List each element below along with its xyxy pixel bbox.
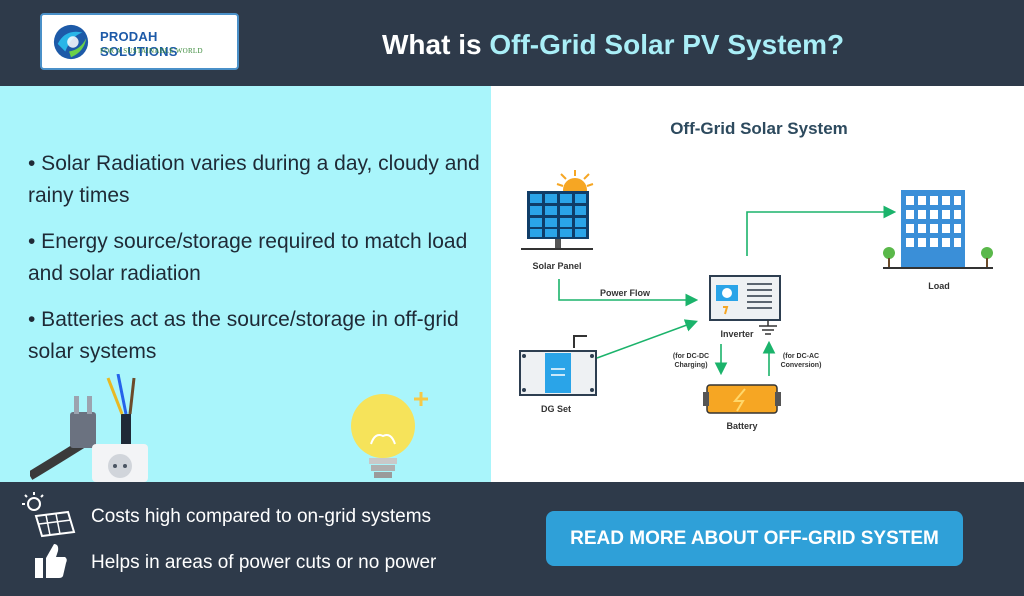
load-label: Load bbox=[928, 281, 950, 291]
footer-point-cost: Costs high compared to on-grid systems bbox=[91, 506, 432, 527]
battery-icon bbox=[703, 384, 781, 414]
diagram-panel: Off-Grid Solar System Solar Panel Power … bbox=[491, 86, 1024, 482]
logo-name: PRODAH SOLUTIONS bbox=[100, 29, 178, 59]
bullet-point: • Batteries act as the source/storage in… bbox=[28, 308, 459, 363]
bullet-point: • Energy source/storage required to matc… bbox=[28, 230, 468, 285]
read-more-button[interactable]: READ MORE ABOUT OFF-GRID SYSTEM bbox=[546, 511, 963, 566]
page-title: What is Off-Grid Solar PV System? bbox=[382, 29, 844, 61]
title-highlight: Off-Grid Solar PV System? bbox=[489, 29, 845, 60]
off-grid-diagram: Off-Grid Solar System Solar Panel Power … bbox=[519, 119, 993, 431]
dc-dc-label-line2: Charging) bbox=[674, 362, 707, 369]
plug-socket-icon bbox=[30, 374, 148, 482]
solar-panel-icon bbox=[521, 170, 594, 250]
power-flow-label: Power Flow bbox=[600, 288, 651, 298]
building-icon bbox=[883, 190, 993, 269]
solar-panel-label: Solar Panel bbox=[532, 261, 581, 271]
thumbs-up-icon bbox=[35, 544, 67, 578]
battery-label: Battery bbox=[726, 421, 757, 431]
flow-line bbox=[596, 319, 699, 359]
inverter-icon bbox=[709, 275, 781, 335]
left-panel: • Solar Radiation varies during a day, c… bbox=[0, 86, 491, 482]
title-prefix: What is bbox=[382, 29, 490, 60]
dc-ac-label-line2: Conversion) bbox=[781, 362, 822, 369]
logo-tagline: FOR A SUSTAINABLE WORLD bbox=[100, 47, 203, 55]
logo-globe-icon bbox=[53, 24, 89, 60]
logo[interactable]: PRODAH SOLUTIONS FOR A SUSTAINABLE WORLD bbox=[40, 13, 239, 70]
solar-cost-icon bbox=[22, 492, 76, 538]
diagram-title: Off-Grid Solar System bbox=[670, 119, 848, 138]
dg-set-label: DG Set bbox=[541, 404, 571, 414]
generator-icon bbox=[519, 335, 597, 396]
inverter-label: Inverter bbox=[720, 329, 754, 339]
bullet-point: • Solar Radiation varies during a day, c… bbox=[28, 152, 480, 207]
flow-line bbox=[746, 205, 897, 256]
light-bulb-icon bbox=[351, 392, 428, 478]
dc-dc-label-line1: (for DC-DC bbox=[673, 353, 709, 360]
header: PRODAH SOLUTIONS FOR A SUSTAINABLE WORLD… bbox=[0, 0, 1024, 86]
flow-line bbox=[558, 279, 699, 307]
footer-point-power: Helps in areas of power cuts or no power bbox=[91, 552, 437, 573]
dc-ac-label-line1: (for DC-AC bbox=[783, 353, 819, 360]
footer: Costs high compared to on-grid systems H… bbox=[0, 482, 1024, 596]
